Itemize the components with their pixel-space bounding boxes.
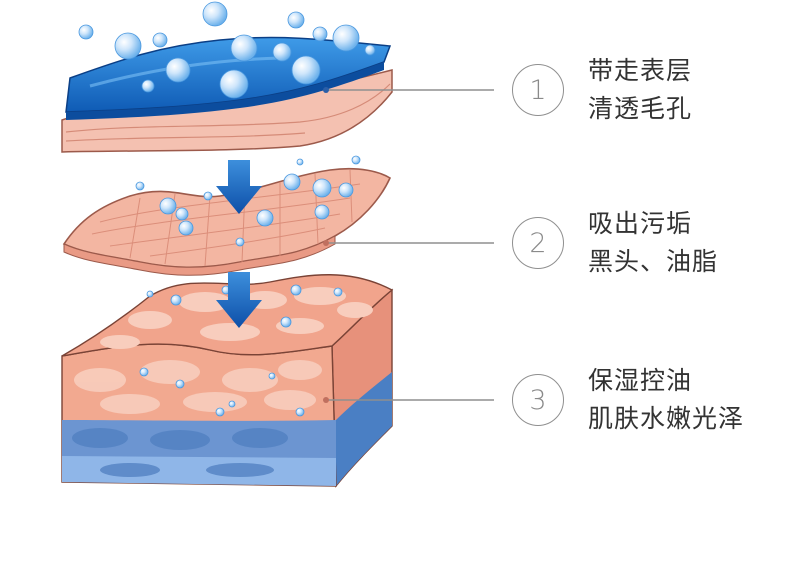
- step-label: 带走表层 清透毛孔: [588, 52, 692, 128]
- step-label-line1: 带走表层: [588, 56, 693, 85]
- step-callout-2: 2 吸出污垢 黑头、油脂: [512, 205, 782, 285]
- step-label-line1: 吸出污垢: [588, 209, 693, 238]
- bottom-skin-block: [61, 274, 394, 488]
- step-number-badge: 3: [512, 374, 564, 426]
- step-number-badge: 1: [512, 64, 564, 116]
- step-callout-1: 1 带走表层 清透毛孔: [512, 52, 782, 132]
- down-arrow-icon: [216, 272, 262, 328]
- leader-lines: [323, 87, 494, 403]
- water-bubbles: [78, 1, 376, 417]
- step-label-line2: 肌肤水嫩光泽: [588, 404, 745, 433]
- step-label: 吸出污垢 黑头、油脂: [588, 205, 718, 281]
- step-label-line2: 清透毛孔: [588, 94, 693, 123]
- step-label-line1: 保湿控油: [588, 366, 693, 395]
- step-callout-3: 3 保湿控油 肌肤水嫩光泽: [512, 362, 782, 442]
- step-number-badge: 2: [512, 217, 564, 269]
- down-arrow-icon: [216, 160, 262, 214]
- step-label-line2: 黑头、油脂: [588, 247, 719, 276]
- step-label: 保湿控油 肌肤水嫩光泽: [588, 362, 744, 438]
